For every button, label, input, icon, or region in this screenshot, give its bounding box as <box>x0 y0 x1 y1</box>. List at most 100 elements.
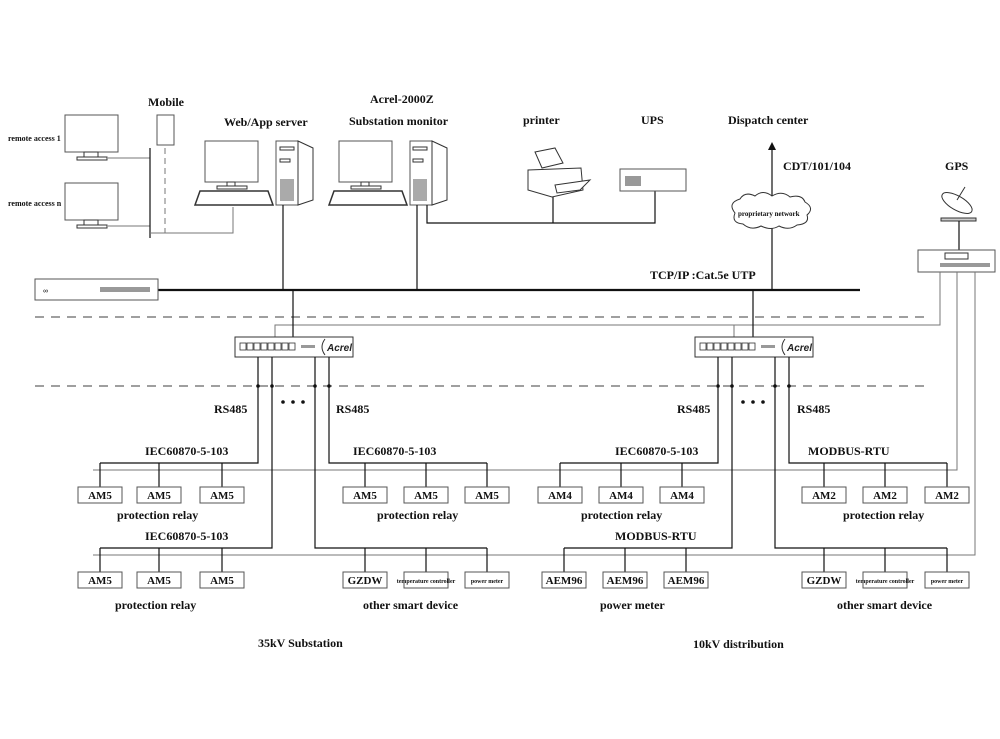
remote-monitor-1-icon <box>64 114 119 161</box>
device-box[interactable] <box>924 571 970 589</box>
device-label: AEM96 <box>668 575 705 587</box>
acrel-switch-icon: Acrel <box>694 336 814 358</box>
device-box[interactable] <box>464 486 510 504</box>
remote-access-n-label: remote access n <box>8 199 62 208</box>
arrow-up-icon <box>768 142 776 150</box>
group-caption: protection relay <box>581 508 662 522</box>
device-box[interactable] <box>464 571 510 589</box>
group-caption: protection relay <box>377 508 458 522</box>
protocol-label: MODBUS-RTU <box>808 444 890 458</box>
device-label: AEM96 <box>546 575 583 587</box>
device-group: AEM96 AEM96 AEM96 MODBUS-RTU power meter <box>541 357 734 612</box>
ellipsis-dot <box>291 400 295 404</box>
device-box[interactable] <box>342 571 388 589</box>
substation-monitor-computer-icon <box>327 140 448 206</box>
mobile-icon <box>156 114 175 146</box>
ups-icon <box>619 168 687 192</box>
device-label: power meter <box>471 579 504 585</box>
device-label: AM5 <box>88 490 112 502</box>
gps-label: GPS <box>945 159 969 173</box>
rs485-label: RS485 <box>797 402 830 416</box>
svg-text:∞: ∞ <box>43 288 48 295</box>
protocol-label: IEC60870-5-103 <box>145 444 228 458</box>
rs485-label: RS485 <box>336 402 369 416</box>
device-label: AM5 <box>475 490 499 502</box>
cloud-label: proprietary network <box>738 210 800 218</box>
device-box[interactable] <box>801 571 847 589</box>
device-box[interactable] <box>659 486 705 504</box>
device-box[interactable] <box>342 486 388 504</box>
device-box[interactable] <box>403 486 449 504</box>
network-device-icon: ∞ <box>34 278 159 301</box>
device-box[interactable] <box>924 486 970 504</box>
group-caption: protection relay <box>843 508 924 522</box>
device-label: AM4 <box>609 490 633 502</box>
device-box[interactable] <box>199 571 245 589</box>
ellipsis-dot <box>301 400 305 404</box>
ellipsis-dot <box>751 400 755 404</box>
protocol-label: CDT/101/104 <box>783 159 851 173</box>
device-label: AM5 <box>210 575 234 587</box>
device-box[interactable] <box>403 571 449 589</box>
device-box[interactable] <box>801 486 847 504</box>
protocol-label: IEC60870-5-103 <box>145 529 228 543</box>
device-label: AEM96 <box>607 575 644 587</box>
device-label: GZDW <box>807 575 842 587</box>
rs485-line <box>314 357 487 549</box>
dispatch-center-label: Dispatch center <box>728 113 809 127</box>
group-caption: power meter <box>600 598 665 612</box>
remote-monitor-n-icon <box>64 182 119 229</box>
device-label: AM5 <box>147 575 171 587</box>
protocol-label: MODBUS-RTU <box>615 529 697 543</box>
switch-brand-label: Acrel <box>326 343 352 354</box>
device-box[interactable] <box>77 571 123 589</box>
device-box[interactable] <box>598 486 644 504</box>
group-caption: protection relay <box>115 598 196 612</box>
device-label: AM2 <box>873 490 897 502</box>
web-server-label: Web/App server <box>224 115 308 129</box>
monitor-title-line1: Acrel-2000Z <box>370 92 434 106</box>
web-server-computer-icon <box>193 140 314 206</box>
device-label: temperature controller <box>856 579 915 585</box>
protocol-label: IEC60870-5-103 <box>615 444 698 458</box>
ellipsis-dot <box>281 400 285 404</box>
rs485-label: RS485 <box>214 402 247 416</box>
device-label: power meter <box>931 579 964 585</box>
protocol-label: IEC60870-5-103 <box>353 444 436 458</box>
device-box[interactable] <box>862 571 908 589</box>
device-label: AM5 <box>414 490 438 502</box>
group-caption: protection relay <box>117 508 198 522</box>
device-box[interactable] <box>663 571 709 589</box>
bus-label: TCP/IP :Cat.5e UTP <box>650 268 756 282</box>
device-box[interactable] <box>136 486 182 504</box>
device-box[interactable] <box>541 571 587 589</box>
ups-label: UPS <box>641 113 664 127</box>
mobile-label: Mobile <box>148 95 185 109</box>
device-box[interactable] <box>602 571 648 589</box>
substation-35kv-title: 35kV Substation <box>258 636 343 650</box>
device-box[interactable] <box>537 486 583 504</box>
acrel-switch-icon: Acrel <box>234 336 354 358</box>
device-box[interactable] <box>862 486 908 504</box>
device-box[interactable] <box>136 571 182 589</box>
device-box[interactable] <box>199 486 245 504</box>
printer-label: printer <box>523 113 560 127</box>
group-caption: other smart device <box>363 598 459 612</box>
device-label: AM4 <box>670 490 694 502</box>
device-box[interactable] <box>77 486 123 504</box>
rs485-line <box>100 357 259 464</box>
rs485-line <box>774 357 947 549</box>
rs485-line <box>328 357 487 464</box>
satellite-dish-icon <box>940 186 977 222</box>
switch-brand-label: Acrel <box>786 343 812 354</box>
rs485-label: RS485 <box>677 402 710 416</box>
ellipsis-dot <box>761 400 765 404</box>
rs485-line <box>100 357 273 549</box>
distribution-10kv-title: 10kV distribution <box>693 637 784 651</box>
